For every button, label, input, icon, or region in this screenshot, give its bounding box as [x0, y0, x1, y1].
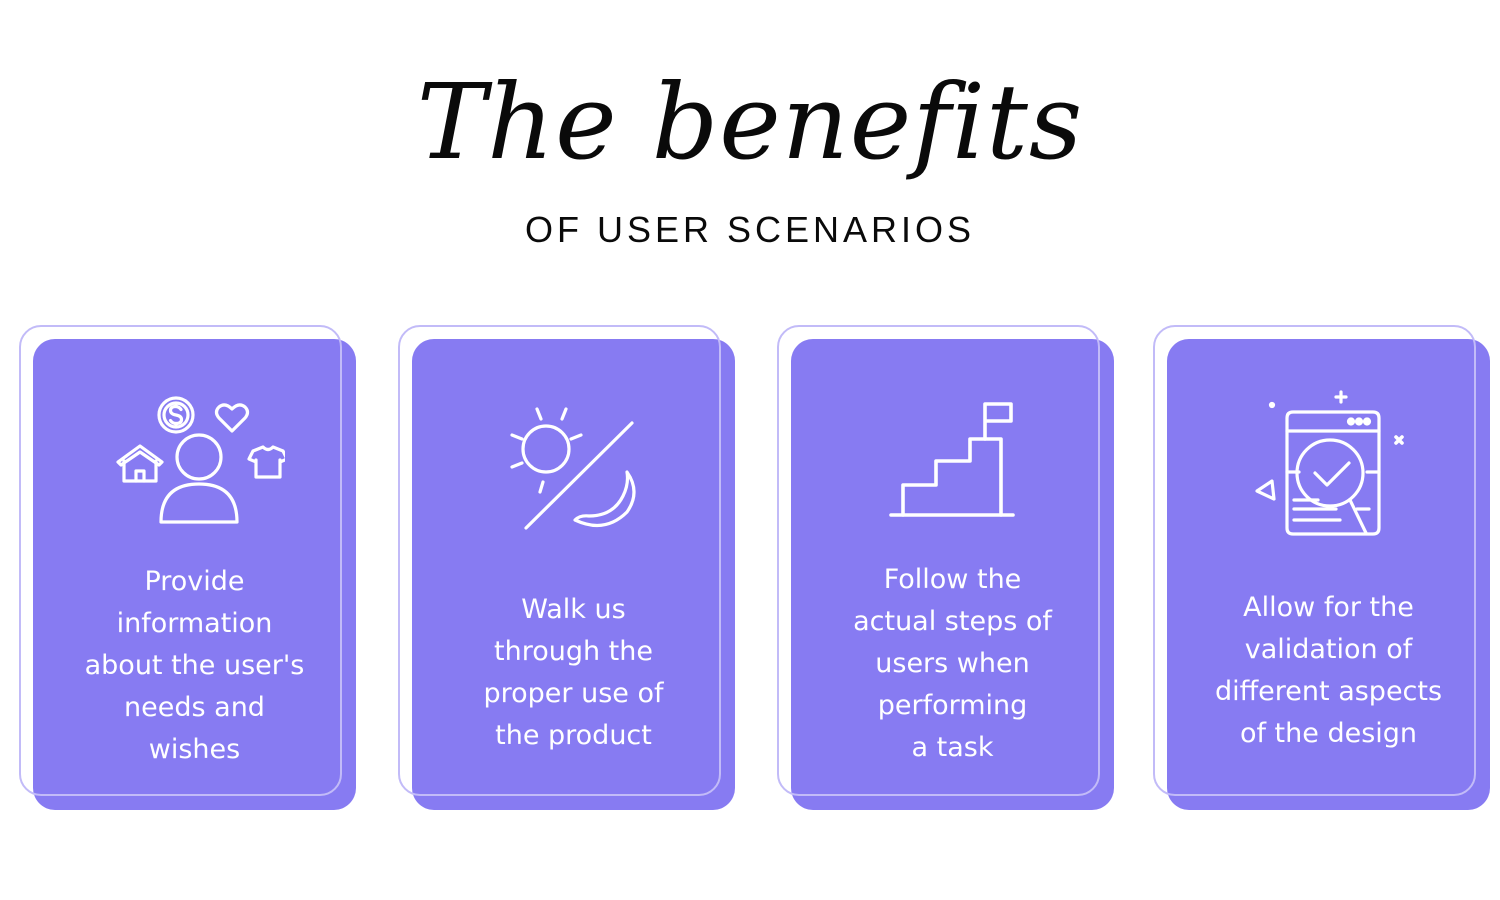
card-text-line: validation of [1244, 634, 1413, 665]
tshirt-icon [246, 445, 285, 479]
person-body-icon [158, 482, 239, 524]
card-text-line: actual steps of [853, 606, 1052, 637]
card-text-line: through the [494, 636, 653, 667]
card-text-line: performing [877, 690, 1028, 721]
card-outline-frame [19, 325, 342, 796]
card-outline-frame [777, 325, 1100, 796]
card-text-line: Allow for the [1243, 592, 1414, 623]
dollar-coin-icon [156, 396, 195, 434]
card-text-line: about the user's [84, 650, 305, 681]
validation-magnifier-icon [1167, 385, 1490, 545]
card-outline-frame [1153, 325, 1476, 796]
card-text-line: a task [911, 732, 994, 763]
card-text-line: different aspects [1214, 676, 1443, 707]
page-subtitle: OF USER SCENARIOS [524, 209, 976, 250]
card-text-line: information [116, 608, 273, 639]
day-night-icon [412, 397, 735, 537]
card-text-line: Follow the [883, 564, 1022, 595]
house-icon [115, 444, 164, 467]
card-description: Provide information about the user's nee… [33, 561, 356, 771]
card-text-line: proper use of [483, 678, 664, 709]
card-description: Follow the actual steps of users when pe… [791, 559, 1114, 769]
checkmark-icon [1312, 461, 1351, 487]
stairs-icon [900, 437, 1003, 517]
benefit-card-user-needs: Provide information about the user's nee… [19, 325, 357, 811]
moon-icon [572, 470, 636, 528]
page-title: The benefits [416, 61, 1084, 183]
card-background [412, 339, 735, 810]
benefit-card-product-use: Walk us through the proper use of the pr… [398, 325, 736, 811]
heart-icon [214, 403, 249, 433]
card-description: Walk us through the proper use of the pr… [412, 589, 735, 757]
flag-icon [982, 402, 1013, 441]
user-needs-icon [33, 387, 356, 527]
card-background [791, 339, 1114, 810]
card-background [1167, 339, 1490, 810]
card-text-line: the product [495, 720, 652, 751]
card-text-line: of the design [1239, 718, 1418, 749]
sun-icon [520, 424, 571, 474]
stairs-flag-icon [791, 397, 1114, 522]
magnifier-icon [1294, 438, 1365, 508]
card-text-line: needs and [124, 692, 265, 723]
card-outline-frame [398, 325, 721, 796]
card-background [33, 339, 356, 810]
person-head-icon [174, 433, 223, 481]
benefit-card-design-validation: Allow for the validation of different as… [1153, 325, 1491, 811]
card-text-line: users when [875, 648, 1030, 679]
benefit-card-user-steps: Follow the actual steps of users when pe… [777, 325, 1115, 811]
card-description: Allow for the validation of different as… [1167, 587, 1490, 755]
card-text-line: wishes [148, 734, 241, 765]
card-text-line: Provide [144, 566, 245, 597]
browser-window-icon [1284, 410, 1381, 536]
card-text-line: Walk us [521, 594, 626, 625]
